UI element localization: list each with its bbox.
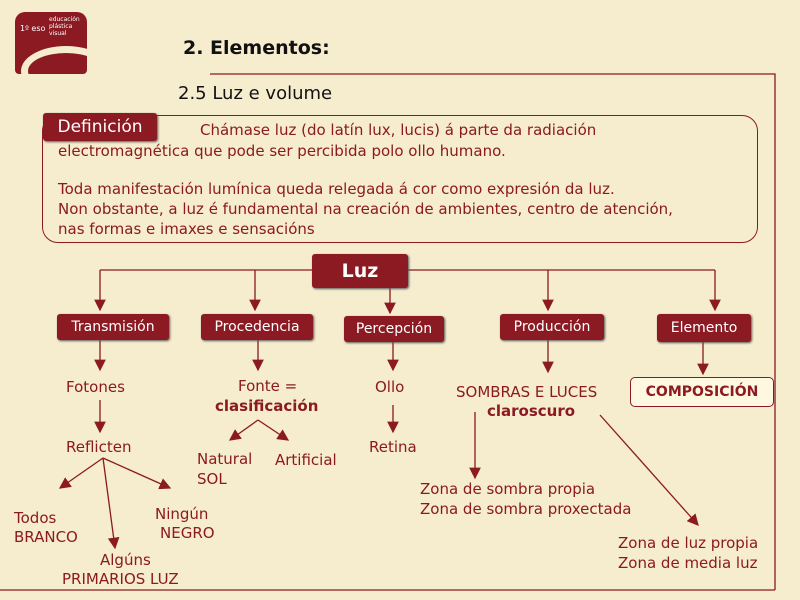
- definition-text: Chámase luz (do latín lux, lucis) á part…: [200, 121, 597, 139]
- definition-text: electromagnética que pode ser percibida …: [58, 142, 506, 160]
- node-claroscuro: claroscuro: [487, 402, 576, 420]
- definition-text: nas formas e imaxes e sensacións: [58, 220, 315, 238]
- category-procedencia: Procedencia: [201, 314, 313, 340]
- category-percepcion: Percepción: [344, 316, 444, 342]
- node-media-luz: Zona de media luz: [618, 554, 758, 572]
- logo: 1º eso educación plástica visual: [15, 12, 87, 74]
- node-clasificacion: clasificación: [215, 397, 319, 415]
- definition-text: Non obstante, a luz é fundamental na cre…: [58, 200, 673, 218]
- node-sol: SOL: [197, 470, 227, 488]
- node-primarios-luz: PRIMARIOS LUZ: [62, 570, 179, 588]
- node-todos: Todos: [14, 509, 57, 527]
- definition-panel: [42, 115, 758, 243]
- node-alguns: Algúns: [100, 551, 151, 569]
- node-ollo: Ollo: [375, 378, 405, 396]
- node-fonte: Fonte =: [238, 377, 298, 395]
- node-composicion: COMPOSICIÓN: [630, 377, 774, 407]
- node-retina: Retina: [369, 438, 417, 456]
- category-transmision: Transmisión: [57, 314, 169, 340]
- node-reflicten: Reflicten: [66, 438, 132, 456]
- node-sombra-proxectada: Zona de sombra proxectada: [420, 500, 632, 518]
- definition-text: Toda manifestación lumínica queda relega…: [58, 180, 615, 198]
- root-node-luz: Luz: [312, 254, 408, 288]
- node-sombras-luces: SOMBRAS E LUCES: [456, 383, 598, 401]
- category-produccion: Producción: [500, 314, 604, 340]
- logo-arc: [21, 46, 87, 74]
- node-sombra-propia: Zona de sombra propia: [420, 480, 596, 498]
- node-fotones: Fotones: [66, 378, 125, 396]
- node-ningun: Ningún: [155, 505, 209, 523]
- logo-grade: 1º eso: [20, 24, 46, 33]
- logo-subject: educación plástica visual: [49, 16, 80, 37]
- page-subtitle: 2.5 Luz e volume: [178, 83, 333, 104]
- node-luz-propia: Zona de luz propia: [618, 534, 759, 552]
- node-branco: BRANCO: [14, 528, 78, 546]
- node-natural: Natural: [197, 450, 253, 468]
- node-artificial: Artificial: [275, 451, 337, 469]
- category-elemento: Elemento: [657, 314, 751, 342]
- page-title: 2. Elementos:: [183, 37, 330, 59]
- definition-label: Definición: [43, 113, 157, 141]
- node-negro: NEGRO: [160, 524, 215, 542]
